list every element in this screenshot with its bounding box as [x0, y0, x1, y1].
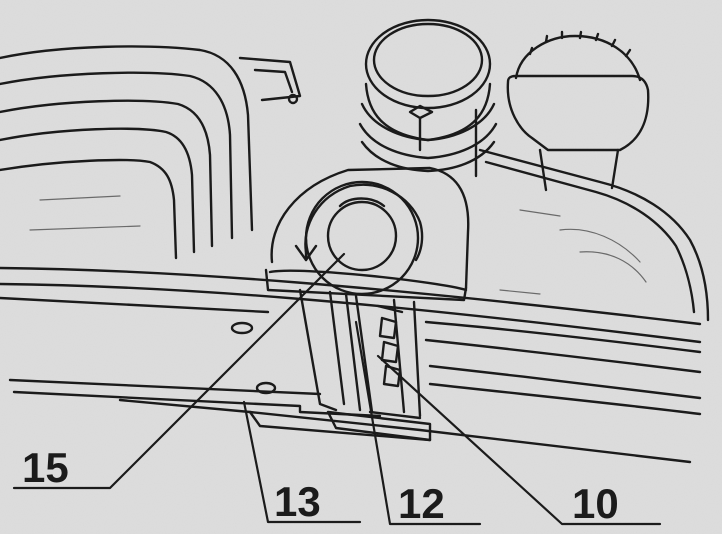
callout-15: 15 [22, 444, 69, 491]
dome-cap [506, 30, 650, 192]
leader-10 [376, 354, 662, 526]
background-hatch [29, 195, 647, 295]
leader-lines [12, 252, 662, 526]
leader-13 [242, 400, 362, 524]
leader-15 [12, 252, 346, 490]
filler-cap [358, 18, 498, 173]
right-casing [474, 108, 710, 322]
main-rails [0, 266, 702, 416]
left-housing [0, 45, 254, 260]
leader-12 [354, 320, 482, 526]
rotation-knob [294, 180, 424, 296]
ratchet-channel [298, 288, 432, 442]
callout-10: 10 [572, 480, 619, 527]
callout-13: 13 [274, 478, 321, 525]
callout-12: 12 [398, 480, 445, 527]
upper-bracket [238, 56, 302, 105]
